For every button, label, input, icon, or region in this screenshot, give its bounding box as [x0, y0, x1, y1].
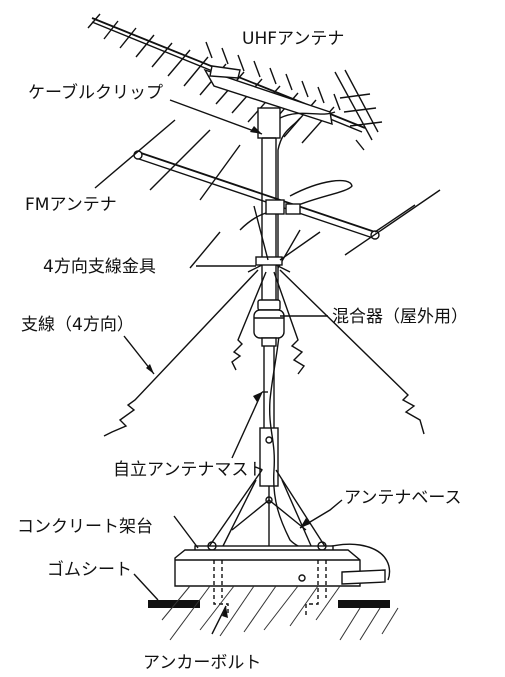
label-uhf-antenna: UHFアンテナ — [242, 29, 344, 49]
label-cable-clip: ケーブルクリップ — [28, 82, 163, 103]
label-guy-bracket: 4方向支線金具 — [43, 257, 156, 277]
roof-hatching — [161, 585, 399, 641]
label-mixer: 混合器（屋外用） — [332, 307, 468, 327]
guy-wires — [103, 205, 425, 437]
arrowheads — [146, 126, 310, 618]
antenna-base — [207, 469, 327, 549]
outdoor-mixer — [253, 299, 285, 347]
label-mast: 自立アンテナマスト — [113, 460, 265, 480]
label-anchor-bolt: アンカーボルト — [143, 653, 261, 673]
label-antenna-base: アンテナベース — [344, 488, 461, 508]
rubber-sheet-right — [338, 600, 390, 608]
label-guy-wire: 支線（4方向） — [21, 315, 134, 335]
label-concrete-base: コンクリート架台 — [17, 517, 153, 537]
label-fm-antenna: FMアンテナ — [25, 195, 117, 215]
label-rubber-sheet: ゴムシート — [47, 559, 132, 580]
guy-bracket — [247, 256, 291, 273]
concrete-base — [174, 549, 386, 616]
leader-lines — [123, 99, 343, 635]
rubber-sheet-left — [148, 600, 200, 608]
fm-antenna — [94, 119, 441, 269]
